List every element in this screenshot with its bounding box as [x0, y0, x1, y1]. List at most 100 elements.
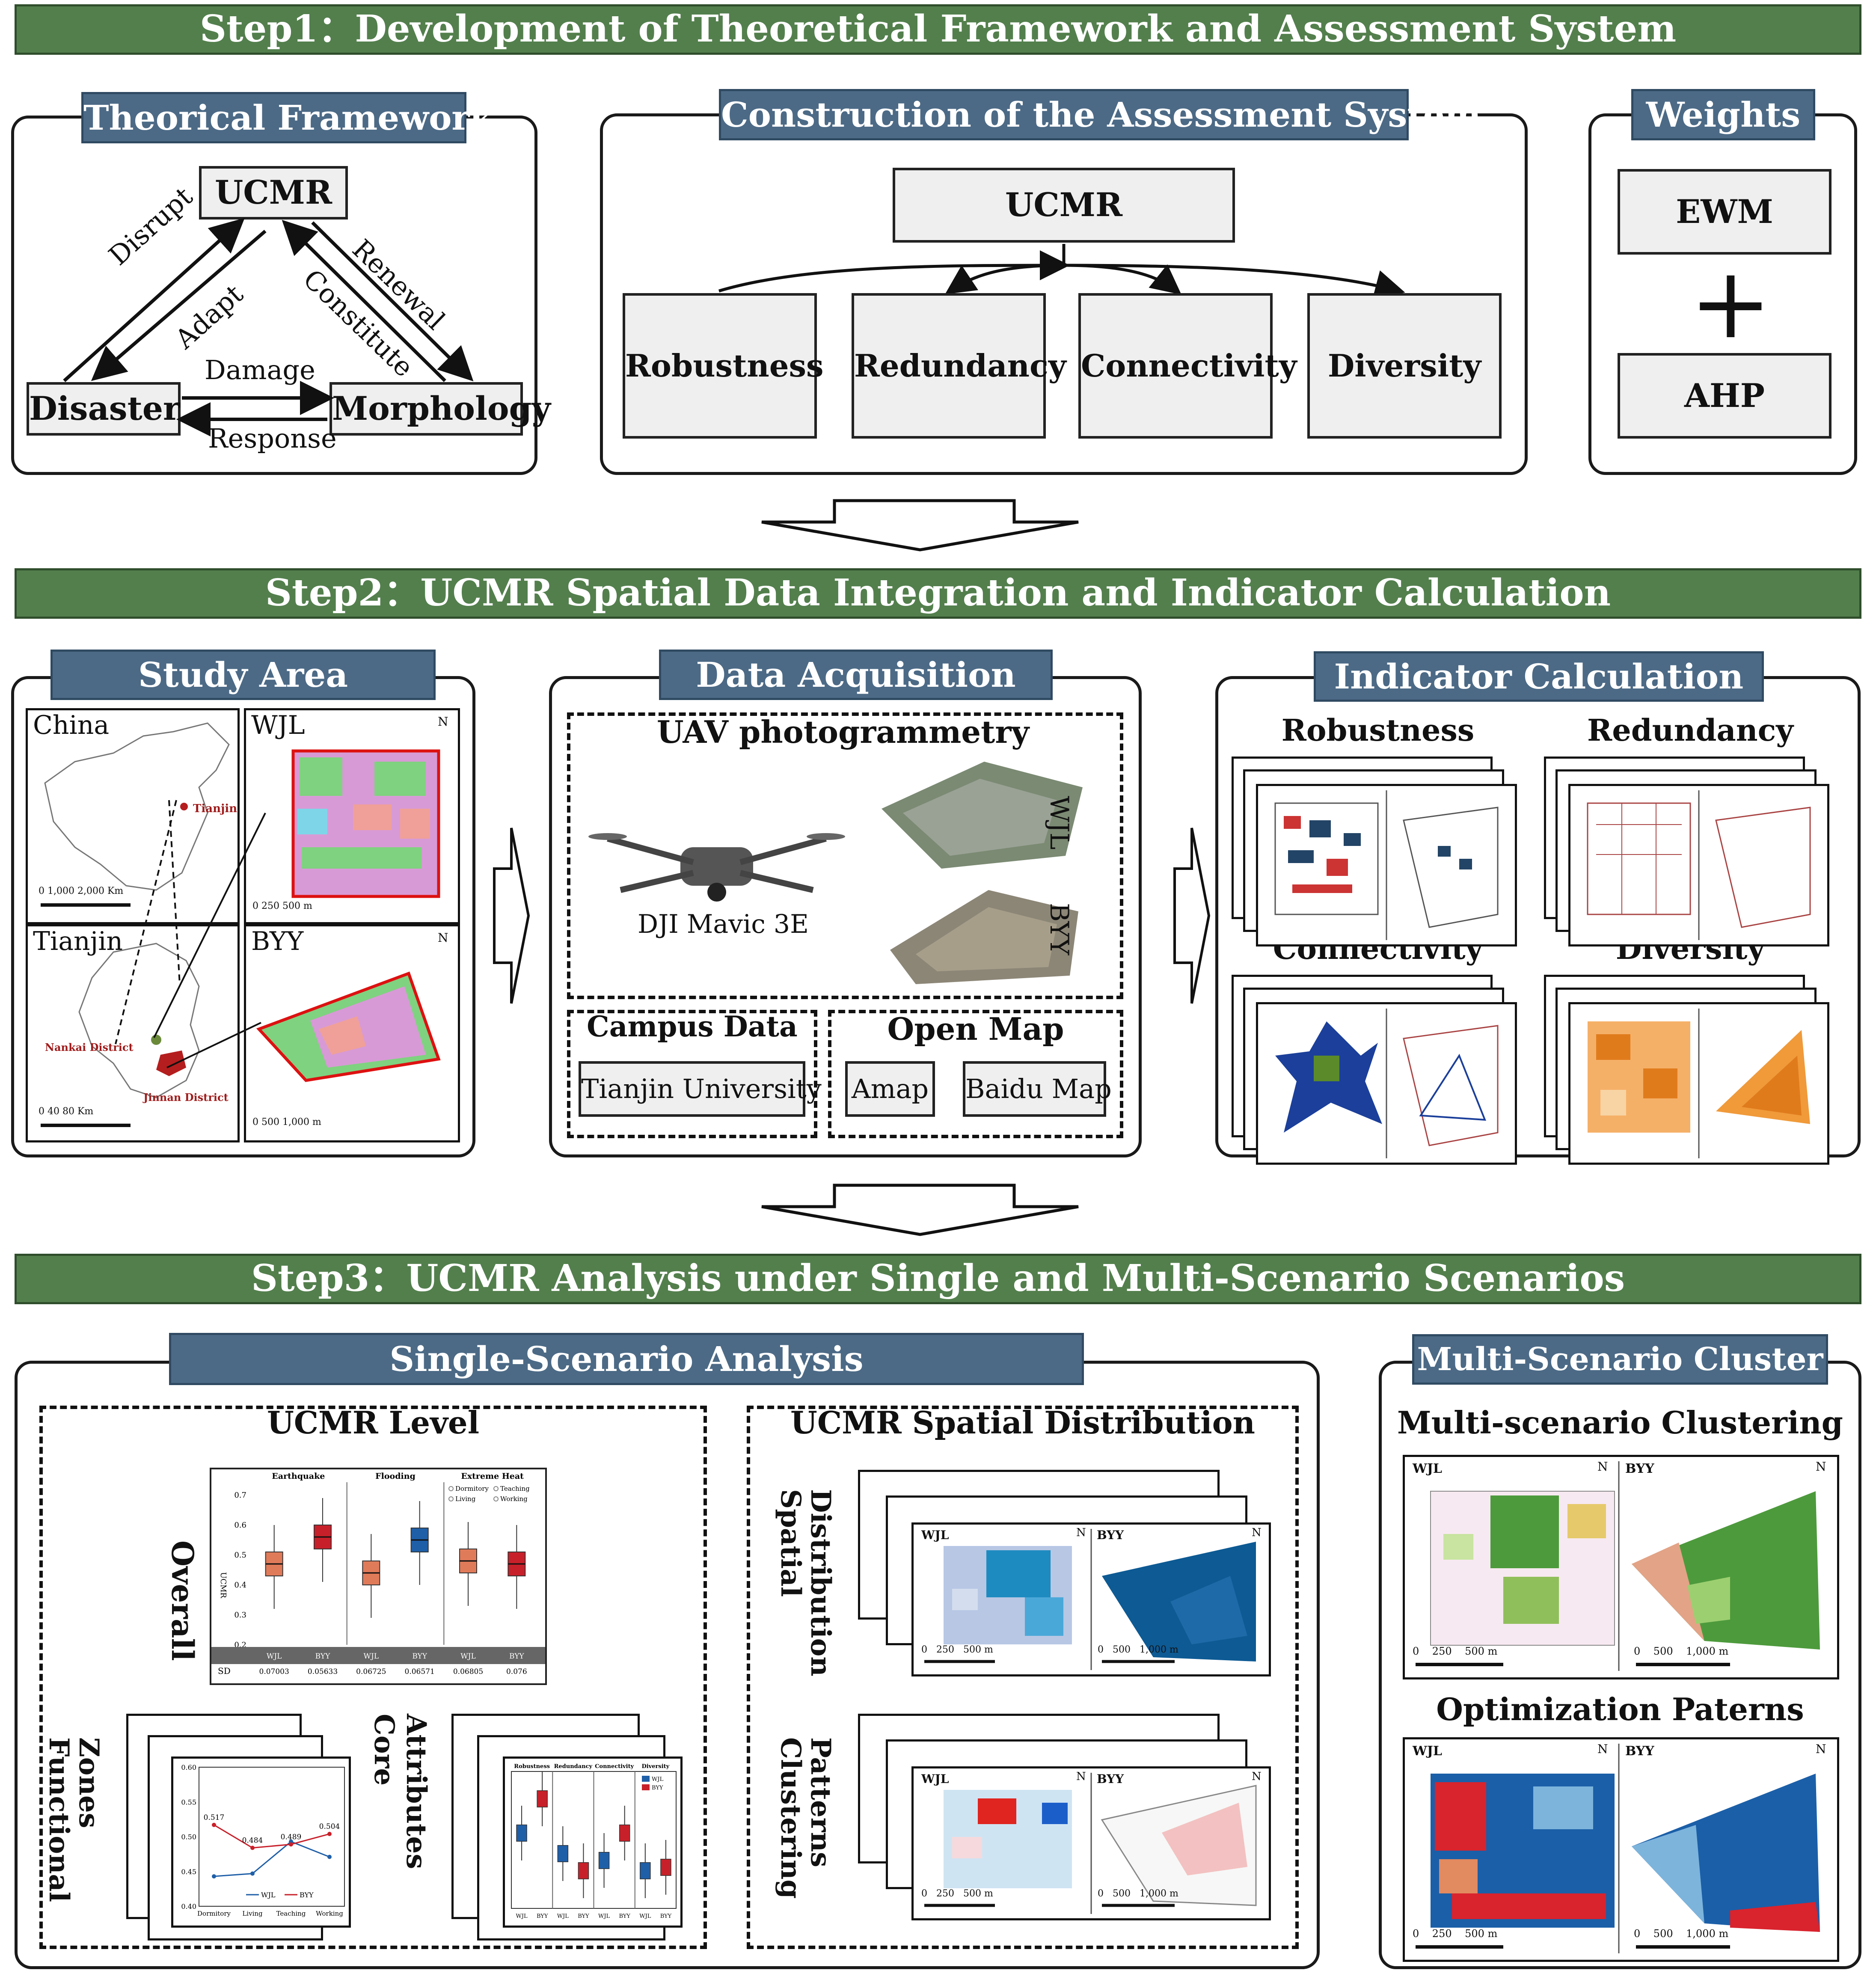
opt-map: WJL BYY N N 0 250 500 m 0 500 1,000 m: [1403, 1737, 1839, 1962]
fz-ytick: 0.60: [181, 1763, 196, 1771]
tianjin-map: Tianjin Nankai District Jinnan District …: [26, 924, 240, 1142]
mc-scale1: 0 250 500 m: [1413, 1645, 1498, 1657]
fz-point: [289, 1842, 293, 1847]
zones-label: Zones: [73, 1737, 105, 1828]
uav-frame: [567, 712, 1123, 999]
overall-xtick: WJL: [460, 1652, 476, 1661]
mc-wjl: WJL: [1413, 1461, 1442, 1476]
overall-panel-title: Extreme Heat: [461, 1472, 524, 1481]
mc-n2: N: [1816, 1460, 1826, 1474]
fz-legend-label: WJL: [261, 1891, 276, 1899]
opt-n1: N: [1597, 1742, 1608, 1756]
fz-point: [250, 1871, 255, 1876]
label-response: Response: [208, 423, 337, 454]
overall-sd-value: 0.06805: [453, 1667, 483, 1676]
dim-robustness: Robustness: [623, 293, 824, 439]
cp-scale2: 0 500 1,000 m: [1098, 1888, 1178, 1899]
overall-xaxis-band: [211, 1647, 545, 1664]
step1-banner: Step1：Development of Theoretical Framewo…: [15, 4, 1861, 55]
overall-legend-marker: [493, 1486, 499, 1491]
dim-redundancy: Redundancy: [852, 293, 1066, 439]
byy-site-map: BYY N 0 500 1,000 m: [244, 924, 460, 1142]
overall-sd-value: 0.07003: [259, 1667, 289, 1676]
indicator-title: Indicator Calculation: [1314, 651, 1764, 702]
down-arrow-1: [761, 499, 1079, 552]
ca-xtick: BYY: [537, 1913, 548, 1920]
opt-n2: N: [1816, 1742, 1826, 1756]
overall-legend-label: Working: [500, 1495, 528, 1503]
theory-ucmr-box: UCMR: [199, 166, 348, 220]
overall-ytick: 0.3: [234, 1611, 246, 1620]
fz-point: [250, 1845, 255, 1850]
tianjin-scale: 0 40 80 Km: [39, 1106, 94, 1117]
fz-data-label: 0.484: [242, 1837, 263, 1845]
mc-scale2: 0 500 1,000 m: [1634, 1645, 1729, 1657]
amap-box: Amap: [845, 1061, 935, 1117]
fz-point: [212, 1874, 216, 1879]
ca-xtick: BYY: [619, 1913, 630, 1920]
assessment-title: Construction of the Assessment System: [719, 89, 1481, 140]
sd-byy: BYY: [1097, 1528, 1124, 1542]
china-scale: 0 1,000 2,000 Km: [39, 886, 124, 896]
wjl-scale: 0 250 500 m: [252, 901, 312, 911]
right-arrow-2: [1173, 828, 1211, 1004]
ca-box: [557, 1845, 569, 1862]
ca-panel-title: Connectivity: [595, 1763, 634, 1770]
opt-wjl: WJL: [1413, 1744, 1442, 1759]
ca-xtick: WJL: [516, 1913, 528, 1920]
ca-xtick: BYY: [660, 1913, 672, 1920]
overall-legend-marker: [493, 1496, 499, 1501]
uav-title: UAV photogrammetry: [656, 714, 1030, 750]
theory-title: Theorical Framework: [81, 92, 493, 143]
cp-scale1: 0 250 500 m: [921, 1888, 993, 1899]
overall-xtick: BYY: [315, 1652, 330, 1661]
ind-robust-title: Robustness: [1281, 712, 1475, 748]
ca-box: [660, 1859, 671, 1876]
china-label: China: [33, 710, 110, 740]
fz-xtick: Living: [242, 1910, 263, 1917]
weights-ahp: AHP: [1618, 353, 1831, 439]
fz-point: [212, 1822, 216, 1827]
ca-panel-title: Robustness: [514, 1763, 550, 1770]
ca-xtick: WJL: [598, 1913, 610, 1920]
nankai-label: Nankai District: [45, 1041, 134, 1053]
spatial-frame: [747, 1406, 1299, 1949]
core-label: Core: [368, 1714, 400, 1786]
distribution-label: Distribution: [804, 1489, 837, 1676]
uav-models: [882, 762, 1083, 984]
overall-panel-title: Earthquake: [272, 1472, 325, 1481]
ca-box: [578, 1862, 589, 1879]
opt-scale1: 0 250 500 m: [1413, 1928, 1498, 1940]
step2-banner: Step2：UCMR Spatial Data Integration and …: [15, 568, 1861, 619]
overall-ytick: 0.5: [234, 1551, 246, 1560]
fz-data-label: 0.489: [281, 1833, 302, 1841]
fz-ytick: 0.45: [181, 1868, 196, 1876]
robust-map: [1256, 784, 1517, 946]
sd-map: WJL BYY N N 0 250 500 m 0 500 1,000 m: [911, 1522, 1271, 1676]
overall-sd-value: 0.05633: [308, 1667, 338, 1676]
fz-xtick: Dormitory: [197, 1910, 231, 1917]
functional-label: Functional: [43, 1737, 75, 1902]
ind-redund-title: Redundancy: [1587, 712, 1793, 748]
overall-sd-label: SD: [218, 1666, 231, 1676]
down-arrow-2: [761, 1184, 1079, 1236]
overall-xtick: WJL: [267, 1652, 282, 1661]
baidu-box: Baidu Map: [963, 1061, 1112, 1117]
right-arrow-1: [493, 828, 530, 1004]
drone-label: DJI Mavic 3E: [638, 909, 809, 939]
fz-series-line: [214, 1824, 330, 1849]
overall-panel-title: Flooding: [375, 1472, 416, 1481]
multi-title: Multi-Scenario Cluster: [1412, 1334, 1828, 1385]
openmap-frame: [828, 1010, 1123, 1138]
overall-xtick: BYY: [412, 1652, 427, 1661]
patterns-label: Patterns: [804, 1737, 837, 1867]
cp-wjl: WJL: [921, 1772, 949, 1786]
opt-scale2: 0 500 1,000 m: [1634, 1928, 1729, 1940]
assessment-tree: [718, 244, 1405, 300]
ca-legend-swatch: [642, 1776, 650, 1782]
ca-legend-label: BYY: [652, 1785, 663, 1791]
overall-ytick: 0.6: [234, 1521, 246, 1530]
sd-scale2: 0 500 1,000 m: [1098, 1644, 1178, 1655]
